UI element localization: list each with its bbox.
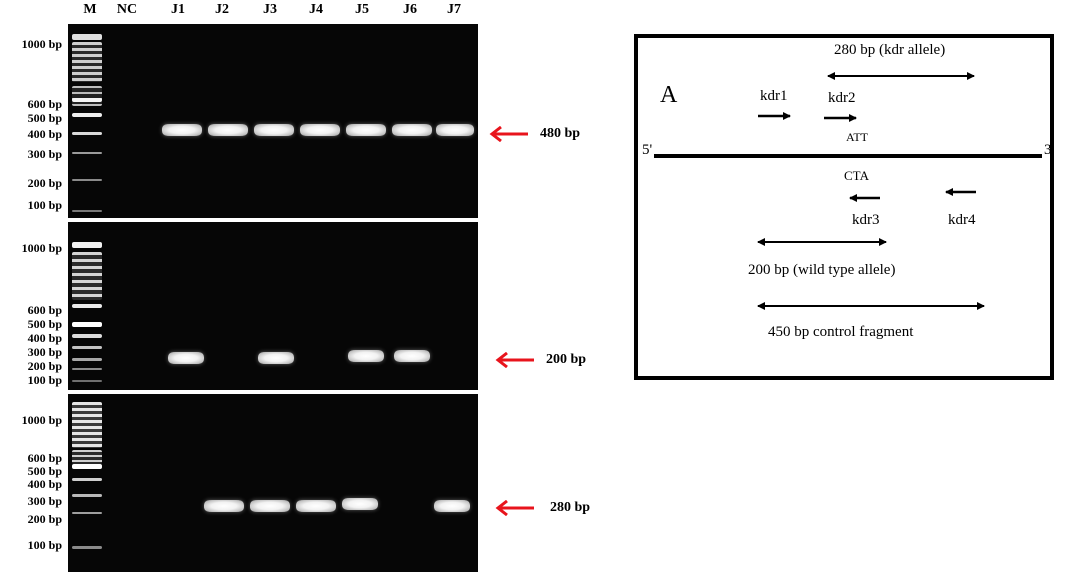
primer-label-kdr3: kdr3: [852, 212, 880, 228]
band-j4: [296, 500, 336, 512]
band-j7: [434, 500, 470, 512]
ladder-label-200: 200 bp: [27, 359, 62, 373]
sequence-bottom: CTA: [844, 168, 869, 183]
primer-label-kdr4: kdr4: [948, 212, 976, 228]
ladder-label-600: 600 bp: [27, 451, 62, 465]
band-j5: [342, 498, 378, 510]
five-prime-end: 5': [642, 142, 653, 158]
ladder-label-1000: 1000 bp: [21, 241, 62, 255]
ladder-label-200: 200 bp: [27, 512, 62, 526]
size-label-200: 200 bp: [546, 352, 587, 367]
arrow-icon-480: [489, 126, 528, 142]
primer-diagram: A 280 bp (kdr allele) kdr1 kdr2 ATT 5' 3…: [634, 34, 1054, 380]
lane-label-j5: J5: [355, 2, 369, 17]
ladder-label-1000: 1000 bp: [21, 413, 62, 427]
lane-label-j4: J4: [309, 2, 323, 17]
ladder-label-100: 100 bp: [27, 538, 62, 552]
band-j6: [392, 124, 432, 136]
ladder-label-100: 100 bp: [27, 198, 62, 212]
ladder-label-600: 600 bp: [27, 303, 62, 317]
wild-type-label: 200 bp (wild type allele): [748, 262, 896, 278]
lane-label-j1: J1: [171, 2, 185, 17]
three-prime-end: 3': [1044, 142, 1055, 158]
band-j6: [394, 350, 430, 362]
control-fragment-label: 450 bp control fragment: [768, 324, 914, 340]
band-j4: [300, 124, 340, 136]
band-j5: [346, 124, 386, 136]
primer-label-kdr1: kdr1: [760, 88, 788, 104]
ladder-label-400: 400 bp: [27, 331, 62, 345]
lane-label-j3: J3: [263, 2, 277, 17]
band-j3: [254, 124, 294, 136]
lane-label-j7: J7: [447, 2, 461, 17]
ladder-label-600: 600 bp: [27, 97, 62, 111]
ladder-label-400: 400 bp: [27, 127, 62, 141]
sequence-top: ATT: [846, 130, 868, 144]
kdr-allele-label: 280 bp (kdr allele): [834, 42, 946, 58]
ladder-label-400: 400 bp: [27, 477, 62, 491]
ladder-label-300: 300 bp: [27, 345, 62, 359]
lane-label-nc: NC: [116, 2, 138, 17]
primer-label-kdr2: kdr2: [828, 90, 856, 106]
lane-label-j2: J2: [215, 2, 229, 17]
ladder-label-300: 300 bp: [27, 147, 62, 161]
band-j1: [162, 124, 202, 136]
lane-label-j6: J6: [403, 2, 417, 17]
ladder-label-500: 500 bp: [27, 111, 62, 125]
ladder-label-500: 500 bp: [27, 317, 62, 331]
band-j2: [204, 500, 244, 512]
gel-image-2: [68, 222, 478, 390]
size-label-280: 280 bp: [550, 500, 591, 515]
ladder-label-100: 100 bp: [27, 373, 62, 387]
arrow-icon-280: [495, 500, 534, 516]
ladder-label-200: 200 bp: [27, 176, 62, 190]
diagram-arrows: [654, 72, 1042, 310]
band-j7: [436, 124, 474, 136]
band-j3: [250, 500, 290, 512]
band-j1: [168, 352, 204, 364]
gel-image-3: [68, 394, 478, 572]
band-j2: [208, 124, 248, 136]
ladder-label-1000: 1000 bp: [21, 37, 62, 51]
gel-image-1: [68, 24, 478, 218]
band-j5: [348, 350, 384, 362]
lane-label-m: M: [83, 2, 97, 17]
arrow-icon-200: [495, 352, 534, 368]
band-j3: [258, 352, 294, 364]
ladder-label-500: 500 bp: [27, 464, 62, 478]
panel-letter: A: [660, 82, 678, 108]
ladder-label-300: 300 bp: [27, 494, 62, 508]
size-label-480: 480 bp: [540, 126, 581, 141]
